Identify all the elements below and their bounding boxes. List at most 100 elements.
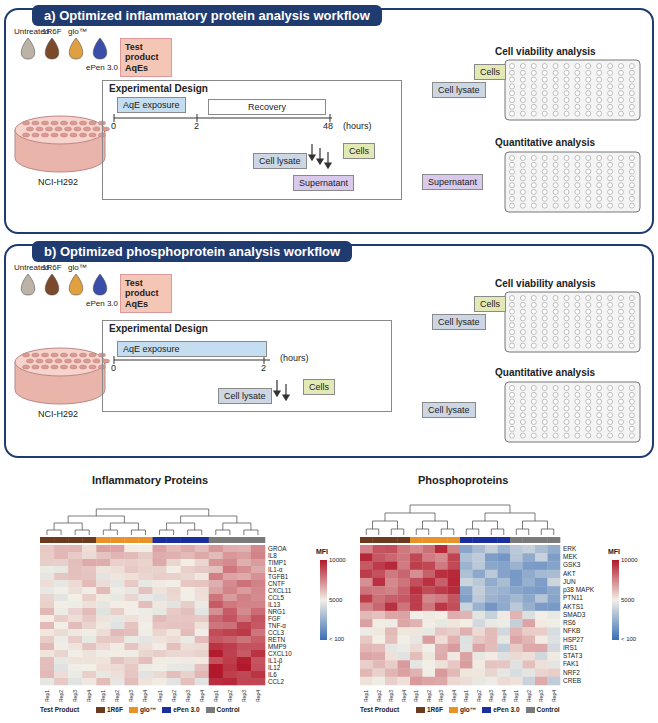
heat-cell	[410, 669, 423, 678]
well	[553, 176, 558, 181]
heat-cell	[209, 573, 223, 580]
heat-cell	[110, 643, 124, 650]
well	[510, 84, 515, 89]
well	[520, 413, 525, 418]
heat-cell	[167, 559, 181, 566]
heat-cell	[237, 671, 251, 678]
heat-cell	[96, 650, 110, 657]
droplet	[21, 38, 35, 59]
well	[531, 203, 536, 208]
heat-cell	[110, 573, 124, 580]
legend-item: Control	[206, 706, 240, 713]
heat-cell	[209, 566, 223, 573]
legend-label: < 100	[329, 636, 344, 643]
column-label: Rep3	[72, 690, 78, 702]
heat-cell	[385, 644, 398, 653]
heat-cell	[181, 573, 195, 580]
heat-cell	[167, 552, 181, 559]
well	[608, 77, 613, 82]
design-box: Experimental DesignAqE exposureRecoveryC…	[102, 80, 402, 200]
heat-cell	[385, 652, 398, 661]
heat-cell	[124, 587, 138, 594]
heat-cell	[460, 627, 473, 636]
dendrogram	[373, 521, 398, 529]
well	[564, 420, 569, 425]
dendrogram	[216, 530, 230, 535]
heat-cell	[54, 573, 68, 580]
heat-cell	[181, 608, 195, 615]
cell	[64, 359, 71, 363]
heat-cell	[209, 587, 223, 594]
well	[619, 296, 624, 301]
heat-cell	[181, 594, 195, 601]
well	[542, 84, 547, 89]
legend-text: glo™	[460, 706, 476, 713]
heat-cell	[485, 652, 498, 661]
well	[520, 420, 525, 425]
heat-cell	[410, 611, 423, 620]
well	[597, 91, 602, 96]
well	[608, 302, 613, 307]
well	[564, 302, 569, 307]
heat-cell	[82, 587, 96, 594]
heat-cell	[485, 586, 498, 595]
well	[629, 406, 634, 411]
heat-cell	[138, 657, 152, 664]
heat-cell	[435, 570, 448, 579]
heat-cell	[398, 669, 411, 678]
row-label: GROA	[268, 545, 287, 552]
droplet	[93, 274, 107, 295]
well	[629, 104, 634, 109]
heat-cell	[153, 664, 167, 671]
heat-cell	[473, 636, 486, 645]
heat-cell	[54, 545, 68, 552]
well	[542, 392, 547, 397]
well	[608, 183, 613, 188]
heat-cell	[40, 664, 54, 671]
heat-cell	[96, 671, 110, 678]
well	[619, 183, 624, 188]
well	[510, 392, 515, 397]
heat-cell	[124, 622, 138, 629]
heat-cell	[195, 615, 209, 622]
row-label: JUN	[563, 578, 576, 586]
annotation-bar	[498, 537, 511, 543]
heat-cell	[535, 578, 548, 587]
heat-cell	[40, 566, 54, 573]
annotation-bar	[548, 537, 561, 543]
cell	[36, 359, 43, 363]
dendrogram	[223, 523, 251, 530]
annotation-bar	[237, 537, 251, 543]
well	[510, 64, 515, 69]
annotation-bar	[523, 537, 536, 543]
heat-cell	[237, 629, 251, 636]
heat-cell	[435, 586, 448, 595]
legend-swatch	[162, 707, 171, 713]
well	[564, 203, 569, 208]
panel-title: b) Optimized phosphoprotein analysis wor…	[32, 241, 352, 262]
well	[542, 386, 547, 391]
dendrogram	[96, 509, 209, 516]
heat-cell	[167, 657, 181, 664]
well	[608, 406, 613, 411]
legend-label: MFI	[608, 548, 620, 556]
row-label: ERK	[563, 545, 576, 553]
heat-cell	[498, 669, 511, 678]
well	[575, 296, 580, 301]
heat-cell	[138, 566, 152, 573]
heat-cell	[82, 559, 96, 566]
well	[564, 104, 569, 109]
heat-cell	[448, 677, 461, 686]
heat-cell	[40, 629, 54, 636]
well	[553, 162, 558, 167]
dendrogram	[131, 530, 145, 535]
heat-cell	[96, 636, 110, 643]
legend-label: 5000	[329, 597, 342, 604]
legend-label: < 100	[621, 636, 636, 643]
heat-cell	[124, 643, 138, 650]
heat-cell	[138, 643, 152, 650]
heat-cell	[485, 677, 498, 686]
heat-cell	[535, 611, 548, 620]
well	[586, 420, 591, 425]
heat-cell	[435, 594, 448, 603]
